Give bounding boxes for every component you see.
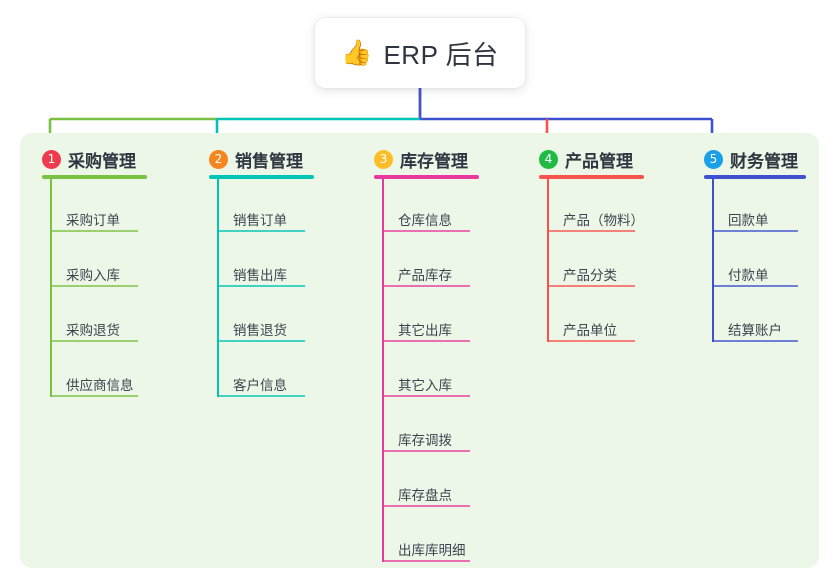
leaf-label[interactable]: 销售退货 [233,323,287,338]
branch-spine [50,177,52,397]
branch-header-rule [42,175,147,179]
branch-title: 财务管理 [730,152,798,171]
leaf-rule [547,285,635,287]
leaf-rule [382,450,470,452]
leaf-rule [712,230,798,232]
branch-badge-2: 2 [209,150,228,169]
leaf-label[interactable]: 销售订单 [233,213,287,228]
leaf-label[interactable]: 采购订单 [66,213,120,228]
branch-title: 库存管理 [400,152,468,171]
root-title: ERP 后台 [383,39,499,70]
leaf-rule [217,395,305,397]
branch-spine [382,177,384,562]
branch-title: 产品管理 [565,152,633,171]
leaf-label[interactable]: 产品单位 [563,323,617,338]
leaf-label[interactable]: 付款单 [728,268,769,283]
leaf-rule [547,340,635,342]
leaf-rule [217,230,305,232]
leaf-rule [382,230,470,232]
leaf-label[interactable]: 库存调拨 [398,433,452,448]
leaf-rule [217,285,305,287]
leaf-label[interactable]: 其它出库 [398,323,452,338]
branch-header-5[interactable]: 5 财务管理 [704,147,798,172]
leaf-rule [382,340,470,342]
branch-badge-4: 4 [539,150,558,169]
branch-title: 销售管理 [235,152,303,171]
leaf-rule [382,560,470,562]
leaf-rule [382,285,470,287]
leaf-label[interactable]: 销售出库 [233,268,287,283]
branch-header-rule [704,175,806,179]
leaf-rule [712,340,798,342]
leaf-rule [547,230,635,232]
branch-board [20,133,819,568]
leaf-rule [50,340,138,342]
branch-header-rule [374,175,479,179]
branch-header-4[interactable]: 4 产品管理 [539,147,633,172]
branch-spine [712,177,714,342]
leaf-rule [217,340,305,342]
leaf-rule [712,285,798,287]
branch-badge-5: 5 [704,150,723,169]
branch-title: 采购管理 [68,152,136,171]
branch-header-rule [209,175,314,179]
root-node[interactable]: 👍 ERP 后台 [315,18,525,88]
thumbs-up-icon: 👍 [341,38,373,67]
branch-spine [217,177,219,397]
leaf-label[interactable]: 供应商信息 [66,378,134,393]
leaf-label[interactable]: 其它入库 [398,378,452,393]
leaf-rule [382,395,470,397]
leaf-rule [50,395,138,397]
leaf-label[interactable]: 结算账户 [728,323,782,338]
leaf-label[interactable]: 客户信息 [233,378,287,393]
branch-header-3[interactable]: 3 库存管理 [374,147,468,172]
leaf-label[interactable]: 出库库明细 [398,543,466,558]
leaf-label[interactable]: 产品（物料） [563,213,644,228]
branch-header-rule [539,175,644,179]
leaf-rule [50,285,138,287]
leaf-label[interactable]: 库存盘点 [398,488,452,503]
branch-spine [547,177,549,342]
root-node-content: 👍 ERP 后台 [341,35,498,72]
leaf-label[interactable]: 仓库信息 [398,213,452,228]
branch-badge-1: 1 [42,150,61,169]
leaf-rule [382,505,470,507]
branch-badge-3: 3 [374,150,393,169]
leaf-label[interactable]: 产品库存 [398,268,452,283]
leaf-label[interactable]: 产品分类 [563,268,617,283]
leaf-label[interactable]: 采购入库 [66,268,120,283]
branch-header-1[interactable]: 1 采购管理 [42,147,136,172]
leaf-label[interactable]: 采购退货 [66,323,120,338]
branch-header-2[interactable]: 2 销售管理 [209,147,303,172]
leaf-rule [50,230,138,232]
leaf-label[interactable]: 回款单 [728,213,769,228]
